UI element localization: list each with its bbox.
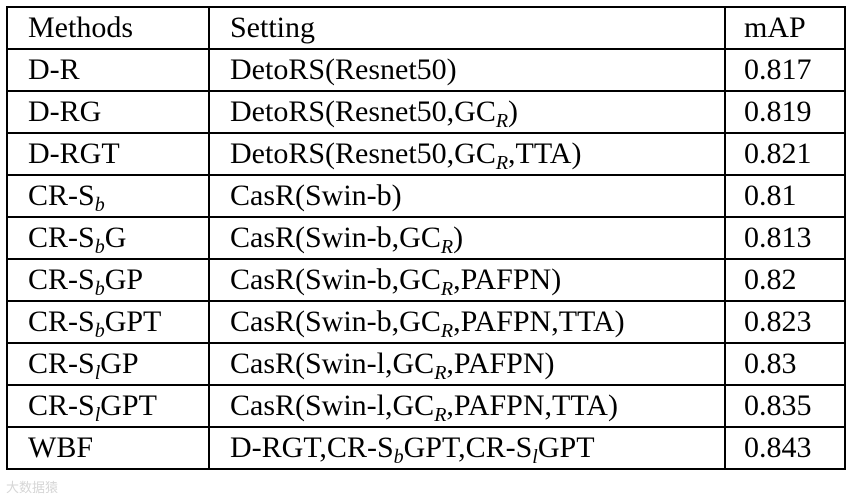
cell-text: DetoRS(Resnet50) (230, 53, 457, 86)
subscript-text: R (440, 278, 454, 300)
subscript-text: R (495, 110, 509, 132)
cell-text: CasR(Swin-b,GC (230, 305, 441, 338)
method-cell: D-RG (6, 90, 210, 134)
setting-cell: CasR(Swin-l,GCR,PAFPN) (208, 342, 726, 386)
cell-text: DetoRS(Resnet50,GC (230, 95, 496, 128)
setting-cell: D-RGT,CR-SbGPT,CR-SlGPT (208, 426, 726, 470)
setting-cell: DetoRS(Resnet50,GCR) (208, 90, 726, 134)
cell-text: WBF (28, 431, 94, 464)
cell-text: ,PAFPN,TTA) (453, 305, 625, 338)
map-cell: 0.821 (724, 132, 846, 176)
cell-text: CasR(Swin-b,GC (230, 263, 441, 296)
table-header-row: Methods Setting mAP (6, 6, 846, 50)
cell-text: ) (453, 221, 464, 254)
subscript-text: l (94, 362, 101, 384)
cell-text: ,TTA) (508, 137, 582, 170)
map-cell: 0.835 (724, 384, 846, 428)
method-cell: CR-SlGP (6, 342, 210, 386)
setting-cell: DetoRS(Resnet50,GCR,TTA) (208, 132, 726, 176)
cell-text: CR-S (28, 263, 95, 296)
cell-text: DetoRS(Resnet50,GC (230, 137, 496, 170)
header-methods: Methods (6, 6, 210, 50)
map-cell: 0.843 (724, 426, 846, 470)
cell-text: CR-S (28, 221, 95, 254)
cell-text: CR-S (28, 389, 95, 422)
cell-text: CasR(Swin-l,GC (230, 347, 435, 380)
watermark-logo: 大数据猿 (6, 481, 59, 496)
map-cell: 0.82 (724, 258, 846, 302)
map-cell: 0.83 (724, 342, 846, 386)
cell-text: GP (100, 347, 139, 380)
subscript-text: b (94, 278, 105, 300)
subscript-text: b (94, 320, 105, 342)
cell-text: D-RGT,CR-S (230, 431, 394, 464)
cell-text: CasR(Swin-l,GC (230, 389, 435, 422)
subscript-text: R (440, 320, 454, 342)
method-cell: D-RGT (6, 132, 210, 176)
subscript-text: R (495, 152, 509, 174)
subscript-text: R (440, 236, 454, 258)
setting-cell: CasR(Swin-b) (208, 174, 726, 218)
cell-text: GPT (537, 431, 595, 464)
subscript-text: b (94, 194, 105, 216)
cell-text: GPT (100, 389, 157, 422)
subscript-text: b (393, 446, 404, 468)
setting-cell: DetoRS(Resnet50) (208, 48, 726, 92)
subscript-text: l (532, 446, 538, 468)
header-map: mAP (724, 6, 846, 50)
table-row: CR-Sb CasR(Swin-b) 0.81 (6, 174, 846, 218)
cell-text: D-RG (28, 95, 102, 128)
results-table: Methods Setting mAP D-R DetoRS(Resnet50) 0… (6, 6, 846, 470)
cell-text: CasR(Swin-b) (230, 179, 402, 212)
cell-text: ) (508, 95, 519, 128)
method-cell: WBF (6, 426, 210, 470)
map-cell: 0.819 (724, 90, 846, 134)
setting-cell: CasR(Swin-l,GCR,PAFPN,TTA) (208, 384, 726, 428)
cell-text: CR-S (28, 347, 95, 380)
method-cell: D-R (6, 48, 210, 92)
cell-text: GPT,CR-S (403, 431, 533, 464)
cell-text: GP (104, 263, 144, 296)
cell-text: G (104, 221, 127, 254)
method-cell: CR-SlGPT (6, 384, 210, 428)
map-cell: 0.813 (724, 216, 846, 260)
subscript-text: R (434, 404, 447, 426)
cell-text: ,PAFPN) (446, 347, 555, 380)
cell-text: D-R (28, 53, 80, 86)
cell-text: GPT (104, 305, 162, 338)
cell-text: CasR(Swin-b,GC (230, 221, 441, 254)
map-cell: 0.81 (724, 174, 846, 218)
map-cell: 0.823 (724, 300, 846, 344)
method-cell: CR-Sb (6, 174, 210, 218)
setting-cell: CasR(Swin-b,GCR,PAFPN) (208, 258, 726, 302)
table-row: D-R DetoRS(Resnet50) 0.817 (6, 48, 846, 92)
subscript-text: b (94, 236, 105, 258)
cell-text: CR-S (28, 305, 95, 338)
subscript-text: l (94, 404, 101, 426)
setting-cell: CasR(Swin-b,GCR,PAFPN,TTA) (208, 300, 726, 344)
cell-text: ,PAFPN,TTA) (446, 389, 618, 422)
setting-cell: CasR(Swin-b,GCR) (208, 216, 726, 260)
cell-text: D-RGT (28, 137, 120, 170)
method-cell: CR-SbGPT (6, 300, 210, 344)
method-cell: CR-SbG (6, 216, 210, 260)
map-cell: 0.817 (724, 48, 846, 92)
method-cell: CR-SbGP (6, 258, 210, 302)
cell-text: ,PAFPN) (453, 263, 562, 296)
subscript-text: R (434, 362, 447, 384)
header-setting: Setting (208, 6, 726, 50)
cell-text: CR-S (28, 179, 95, 212)
